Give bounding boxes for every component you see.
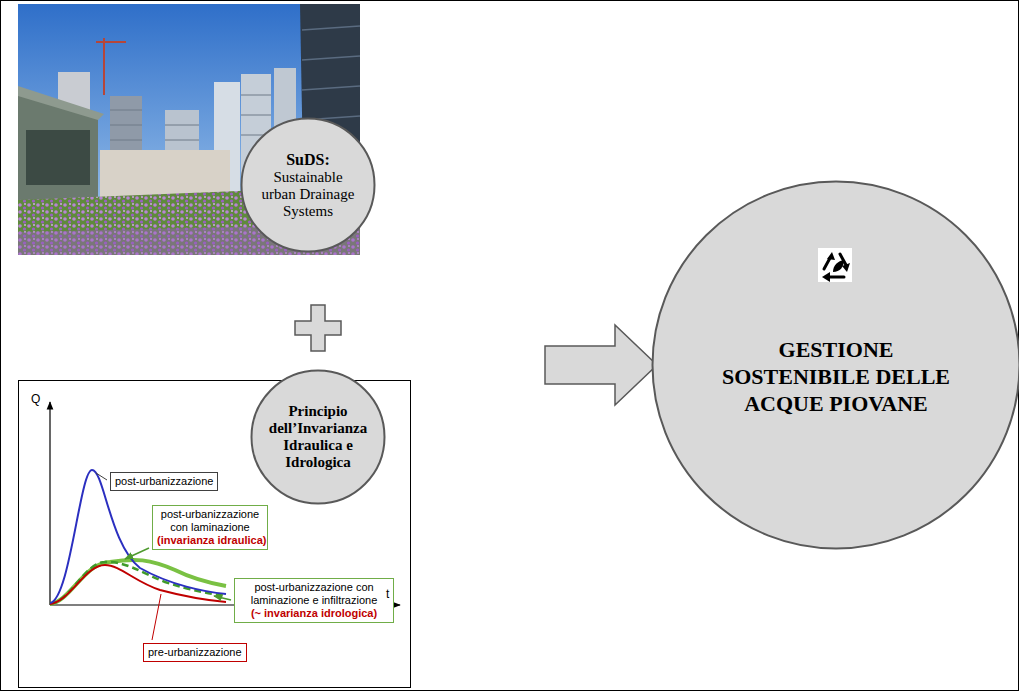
axis-label: Q (31, 392, 40, 406)
node-subtext: (~ invarianza idrologica) (239, 607, 389, 620)
hydrograph-panel (19, 381, 411, 688)
node-text: post-urbanizzazione (115, 475, 213, 488)
block-arrow (545, 325, 657, 405)
curve-label: post-urbanizzazione con laminazione(inva… (152, 505, 268, 550)
leader-arrow (214, 596, 231, 600)
circle-shape (252, 371, 385, 504)
axis-label: t (386, 587, 389, 601)
node-text: post-urbanizzazione con laminazione e in… (239, 581, 389, 607)
circle-text: GESTIONE SOSTENIBILE DELLE ACQUE PIOVANE (720, 336, 952, 417)
circle-text: SuDS:Sustainable urban Drainage Systems (256, 151, 360, 220)
node-subtext: Sustainable urban Drainage Systems (256, 169, 360, 220)
leader-line (152, 594, 161, 640)
node-text: Principio dell’Invarianza Idraulica e Id… (264, 403, 372, 471)
windows (110, 95, 271, 140)
circle-outline (240, 117, 376, 253)
curve-label: post-urbanizzazione (110, 472, 218, 491)
curve-label: pre-urbanizzazione (143, 643, 247, 662)
suds-circle: SuDS:Sustainable urban Drainage Systems (240, 117, 376, 253)
pavilion-window (26, 130, 90, 185)
plus-symbol (295, 305, 341, 351)
curve-label: post-urbanizzazione con laminazione e in… (234, 578, 394, 623)
circle-shape (653, 182, 1019, 549)
node-text: post-urbanizzazione con laminazione (157, 508, 263, 534)
circle-text: Principio dell’Invarianza Idraulica e Id… (264, 403, 372, 471)
y-axis (49, 402, 50, 605)
crane (103, 38, 105, 95)
circle-shape (242, 119, 375, 252)
leader-line (96, 473, 107, 480)
node-text: pre-urbanizzazione (148, 646, 242, 659)
leader-arrow (125, 548, 149, 559)
node-text: GESTIONE SOSTENIBILE DELLE ACQUE PIOVANE (720, 336, 952, 417)
node-subtext: (invarianza idraulica) (157, 534, 263, 547)
node-text: SuDS: (256, 151, 360, 169)
curve-lamination-infiltration (50, 562, 226, 604)
principle-circle: Principio dell’Invarianza Idraulica e Id… (250, 369, 386, 505)
curve-pre-urbanization (50, 565, 226, 604)
crane (96, 41, 126, 43)
pavilion-roof (18, 86, 104, 120)
result-circle: GESTIONE SOSTENIBILE DELLE ACQUE PIOVANE (651, 180, 1019, 550)
